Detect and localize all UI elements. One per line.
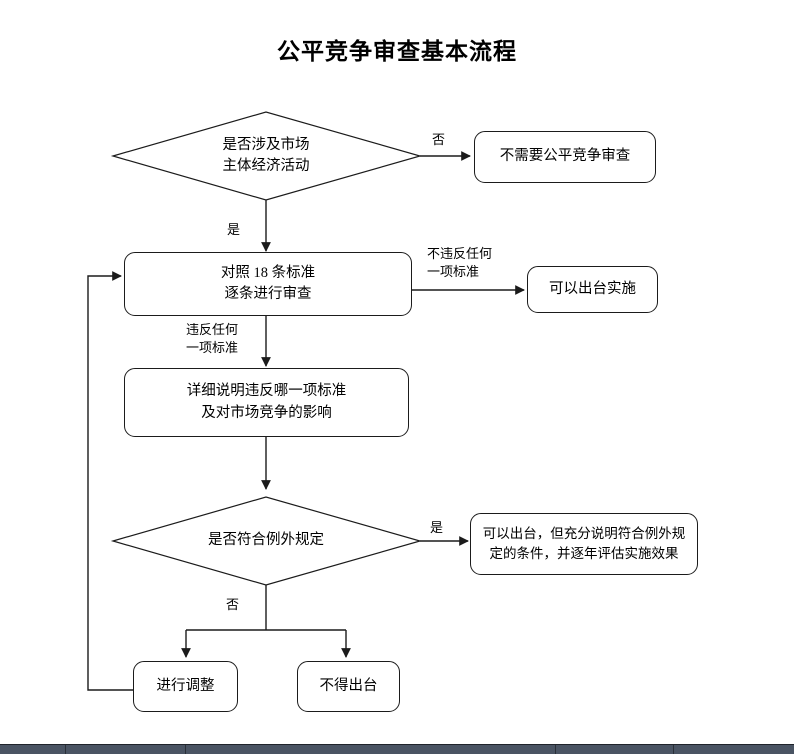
node-may-issue-with-conditions-label: 可以出台，但充分说明符合例外规 定的条件，并逐年评估实施效果 bbox=[482, 526, 686, 561]
node-explain-violation-label: 详细说明违反哪一项标准 及对市场竞争的影响 bbox=[186, 383, 347, 421]
edge-label-violation: 违反任何 一项标准 bbox=[186, 322, 239, 355]
edge-feedback-loop bbox=[87, 271, 133, 691]
node-may-issue-with-conditions[interactable]: 可以出台，但充分说明符合例外规 定的条件，并逐年评估实施效果 bbox=[470, 513, 698, 575]
node-decision-exception[interactable]: 是否符合例外规定 bbox=[163, 526, 369, 556]
node-make-adjustment[interactable]: 进行调整 bbox=[133, 661, 238, 712]
edge-label-no-violation: 不违反任何 一项标准 bbox=[427, 246, 493, 279]
edge-label-market-no: 否 bbox=[432, 132, 446, 147]
node-make-adjustment-label: 进行调整 bbox=[156, 677, 215, 694]
taskbar-segment-4[interactable] bbox=[556, 745, 674, 754]
edge-label-exception-no: 否 bbox=[226, 597, 240, 612]
node-cannot-issue[interactable]: 不得出台 bbox=[297, 661, 400, 712]
node-no-review-needed-label: 不需要公平竞争审查 bbox=[499, 148, 631, 165]
node-decision-market[interactable]: 是否涉及市场 主体经济活动 bbox=[143, 126, 389, 186]
taskbar-segment-3[interactable] bbox=[186, 745, 556, 754]
taskbar[interactable] bbox=[0, 744, 794, 754]
taskbar-segment-1[interactable] bbox=[0, 745, 66, 754]
node-check-18-standards-label: 对照 18 条标准 逐条进行审查 bbox=[220, 264, 316, 302]
taskbar-segment-5[interactable] bbox=[674, 745, 794, 754]
node-no-review-needed[interactable]: 不需要公平竞争审查 bbox=[474, 131, 656, 183]
edge-label-market-yes: 是 bbox=[227, 222, 241, 237]
node-may-implement[interactable]: 可以出台实施 bbox=[527, 266, 658, 313]
node-may-implement-label: 可以出台实施 bbox=[549, 280, 636, 297]
node-explain-violation[interactable]: 详细说明违反哪一项标准 及对市场竞争的影响 bbox=[124, 368, 409, 437]
taskbar-segment-2[interactable] bbox=[66, 745, 186, 754]
node-cannot-issue-label: 不得出台 bbox=[319, 677, 378, 694]
node-decision-exception-label: 是否符合例外规定 bbox=[208, 532, 324, 549]
edge-label-exception-yes: 是 bbox=[430, 520, 444, 535]
node-decision-market-label: 是否涉及市场 主体经济活动 bbox=[222, 136, 310, 174]
node-check-18-standards[interactable]: 对照 18 条标准 逐条进行审查 bbox=[124, 252, 412, 316]
page-title: 公平竞争审查基本流程 bbox=[277, 38, 517, 64]
